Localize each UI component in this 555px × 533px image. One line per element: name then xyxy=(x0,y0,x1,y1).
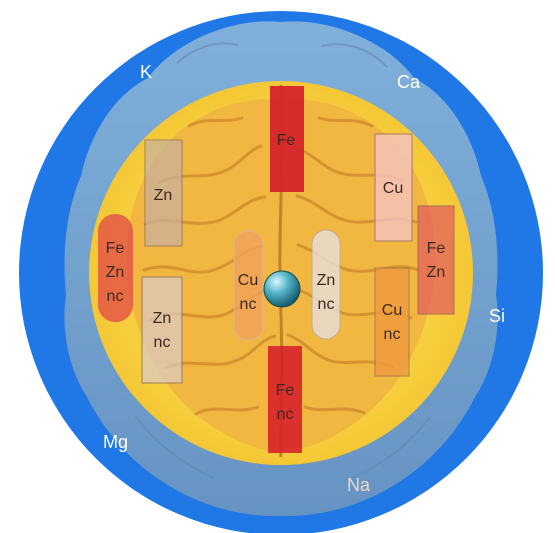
region-top-center-line-1: Fe xyxy=(277,132,296,149)
region-right-middle-line-1: Fe xyxy=(427,240,446,257)
region-right-lower-line-2: nc xyxy=(384,326,401,343)
outer-label-si: Si xyxy=(489,306,505,326)
outer-label-k: K xyxy=(140,62,152,82)
outer-label-na: Na xyxy=(347,475,371,495)
region-left-lower-line-2: nc xyxy=(154,334,171,351)
region-left-pill-line-1: Fe xyxy=(106,240,125,257)
region-right-lower-line-1: Cu xyxy=(382,302,402,319)
region-center-left-pill-line-2: nc xyxy=(240,296,257,313)
region-bottom-center-line-1: Fe xyxy=(276,382,295,399)
region-left-pill-line-3: nc xyxy=(107,288,124,305)
region-right-middle-line-2: Zn xyxy=(427,264,446,281)
outer-label-mg: Mg xyxy=(103,432,128,452)
region-left-pill-line-2: Zn xyxy=(106,264,125,281)
region-left-lower xyxy=(142,277,182,383)
region-left-lower-line-1: Zn xyxy=(153,310,172,327)
region-bottom-center xyxy=(268,346,302,453)
region-center-left-pill-line-1: Cu xyxy=(238,272,258,289)
region-center-right-pill-line-2: nc xyxy=(318,296,335,313)
region-right-upper-line-1: Cu xyxy=(383,180,403,197)
center-sphere xyxy=(264,271,300,307)
outer-label-ca: Ca xyxy=(397,72,421,92)
region-left-upper-line-1: Zn xyxy=(154,187,173,204)
region-right-middle xyxy=(418,206,454,314)
region-right-lower xyxy=(375,268,409,376)
region-bottom-center-line-2: nc xyxy=(277,406,294,423)
region-center-right-pill-line-1: Zn xyxy=(317,272,336,289)
